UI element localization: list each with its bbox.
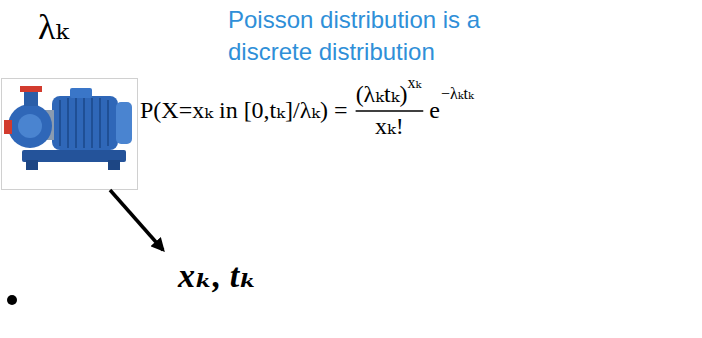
fraction-bar bbox=[356, 110, 424, 111]
observation-vars: xₖ, tₖ bbox=[178, 256, 257, 297]
formula-exp-base: e bbox=[429, 96, 440, 125]
pump-picture bbox=[2, 79, 138, 190]
heading-note: Poisson distribution is a discrete distr… bbox=[228, 4, 528, 69]
rate-symbol: λₖ bbox=[38, 6, 69, 49]
formula-superscript: xₖ bbox=[407, 73, 421, 92]
formula-exponent: −λₖtₖ bbox=[441, 84, 474, 103]
formula-left: P(X=xₖ in [0,tₖ]/λₖ) = bbox=[140, 96, 348, 125]
pointer-arrow bbox=[110, 190, 163, 250]
bullet-dot bbox=[7, 295, 17, 305]
formula-numerator: (λₖtₖ) bbox=[356, 80, 408, 109]
formula-denominator: xₖ! bbox=[375, 112, 404, 141]
